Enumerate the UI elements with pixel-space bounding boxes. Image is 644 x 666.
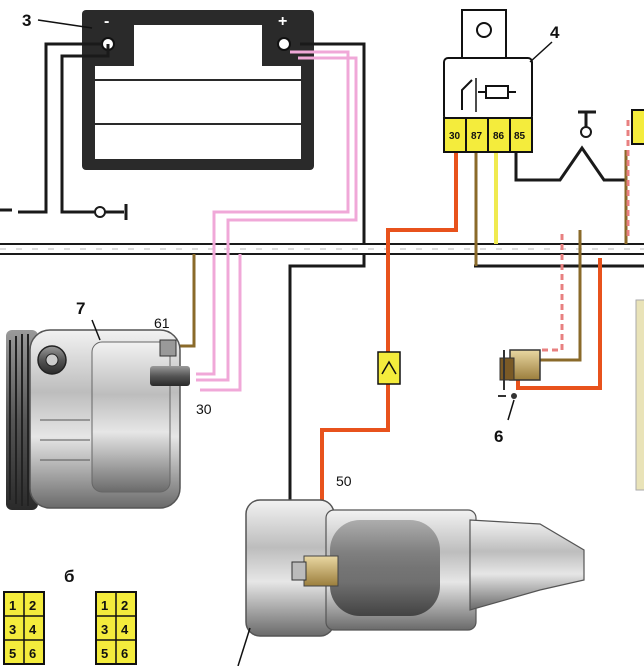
callout-alternator: 7 <box>76 299 85 318</box>
relay-pin-87: 87 <box>471 131 483 142</box>
relay <box>443 9 533 121</box>
connector-right-pin-6: 6 <box>121 646 128 661</box>
relay-pin-86: 86 <box>493 131 505 142</box>
pink-wire <box>196 50 358 392</box>
wire-harness-bundle <box>0 243 644 255</box>
grounding-stud <box>94 204 128 220</box>
switch <box>498 349 541 399</box>
connector-right <box>95 591 137 665</box>
starter-motor <box>237 499 585 666</box>
relay-pin-block <box>443 117 533 153</box>
connector-left-pin-3: 3 <box>9 622 16 637</box>
battery: - + <box>82 10 314 170</box>
callout-leader-lines <box>37 19 553 421</box>
relay-ground-terminal <box>578 110 596 138</box>
callout-switch: 6 <box>494 427 503 446</box>
striped-wires <box>540 120 630 352</box>
callout-battery: 3 <box>22 11 31 30</box>
orange-wire <box>320 150 602 528</box>
connector-left <box>3 591 45 665</box>
connector-left-pin-1: 1 <box>9 598 16 613</box>
fuse <box>377 351 401 385</box>
connector-right-pin-2: 2 <box>121 598 128 613</box>
relay-pin-30: 30 <box>449 131 461 142</box>
callout-relay: 4 <box>550 23 560 42</box>
callout-connector-section: б <box>64 567 75 586</box>
label-alternator-30: 30 <box>196 401 212 417</box>
connector-right-pin-5: 5 <box>101 646 108 661</box>
alternator <box>6 329 190 510</box>
connector-left-pin-6: 6 <box>29 646 36 661</box>
connector-right-pin-1: 1 <box>101 598 108 613</box>
battery-positive-sign: + <box>278 13 287 30</box>
label-starter-50: 50 <box>336 473 352 489</box>
battery-negative-sign: - <box>104 13 109 30</box>
edge-component <box>631 109 644 491</box>
connector-right-pin-3: 3 <box>101 622 108 637</box>
connector-right-pin-4: 4 <box>121 622 129 637</box>
connector-left-pin-2: 2 <box>29 598 36 613</box>
battery-positive-terminal <box>277 37 291 51</box>
relay-pin-85: 85 <box>514 131 526 142</box>
connector-left-pin-5: 5 <box>9 646 16 661</box>
connector-left-pin-4: 4 <box>29 622 37 637</box>
label-alternator-61: 61 <box>154 315 170 331</box>
